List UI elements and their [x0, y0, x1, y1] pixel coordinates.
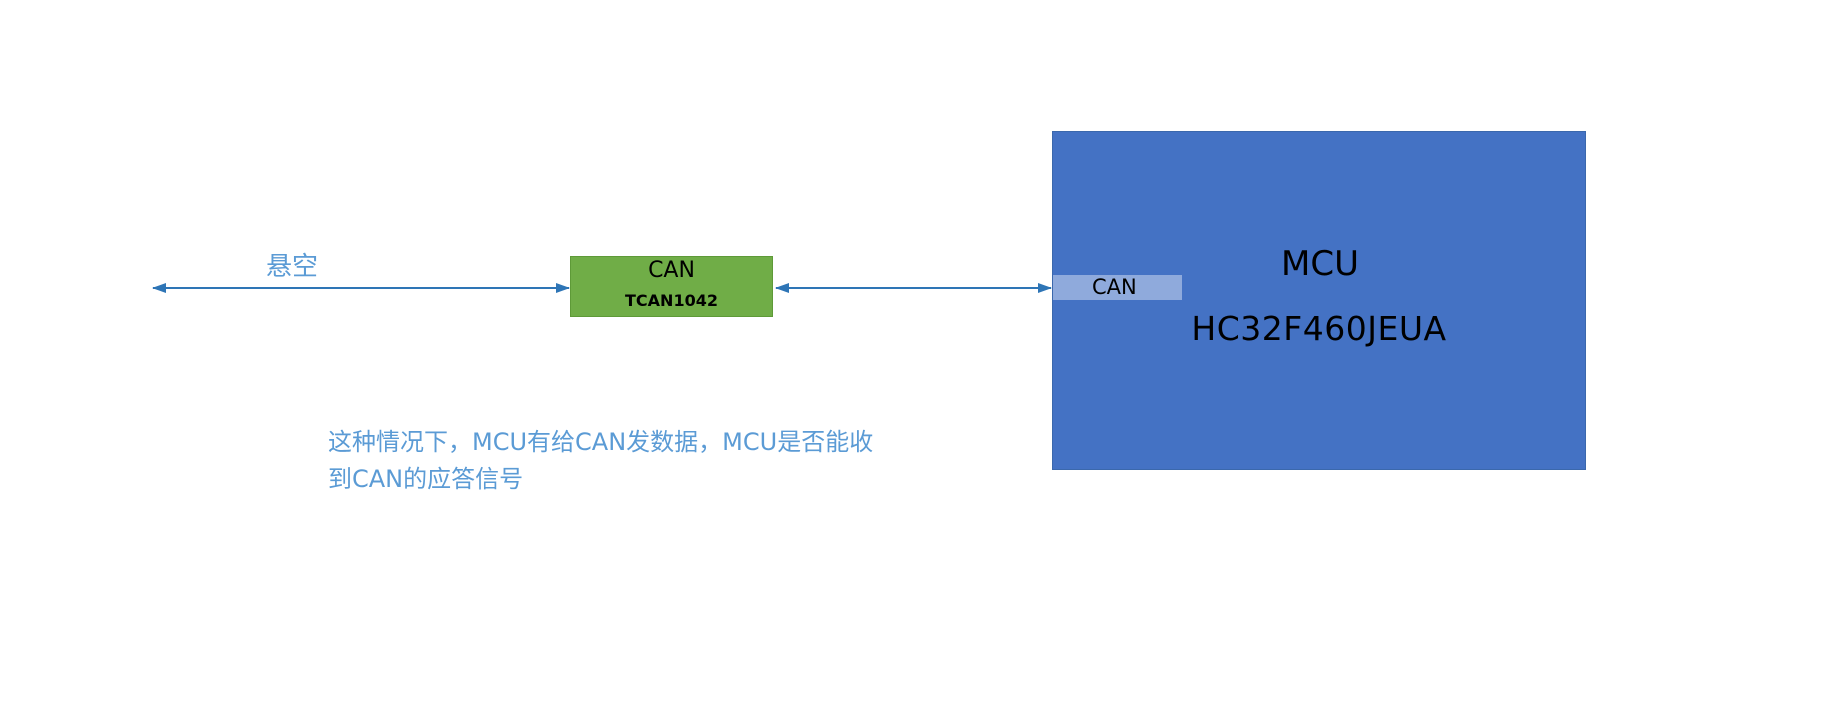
mcu-title: MCU — [1281, 244, 1359, 284]
floating-label: 悬空 — [266, 252, 319, 282]
question-annotation: 这种情况下，MCU有给CAN发数据，MCU是否能收到CAN的应答信号 — [328, 428, 874, 493]
can-transceiver-box: CAN TCAN1042 — [570, 256, 773, 317]
mcu-box: CAN MCU HC32F460JEUA — [1052, 131, 1586, 470]
mcu-part-number: HC32F460JEUA — [1191, 309, 1447, 348]
transceiver-can-label: CAN — [648, 258, 695, 283]
mcu-can-port: CAN — [1053, 275, 1182, 300]
transceiver-part-number: TCAN1042 — [625, 291, 718, 310]
